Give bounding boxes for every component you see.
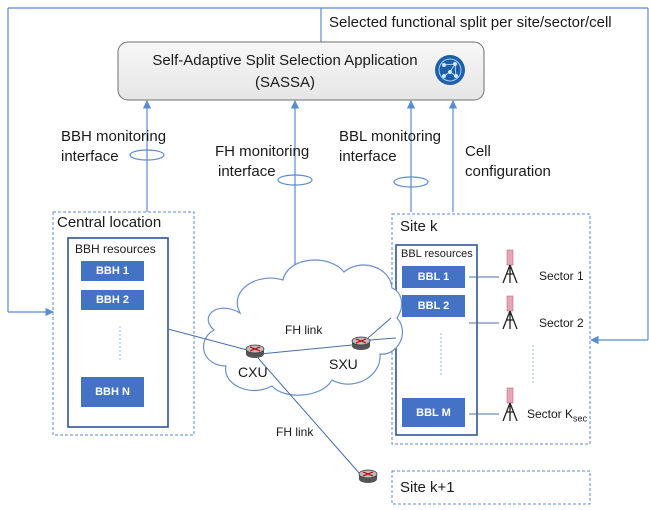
site-k1-title: Site k+1 [400,479,455,496]
bbh-monitoring-label-1: BBH monitoring [61,128,167,145]
site-k1-box [391,470,591,505]
fh-link-label-2: FH link [276,425,314,439]
interface-arrows [142,100,458,274]
sector-1-label: Sector 1 [539,269,584,283]
bbl-m-block: BBL M [402,398,465,427]
cxu-router-icon [245,344,265,358]
cell-config-label-1: Cell [465,143,491,160]
bbh-resources-title: BBH resources [75,242,156,256]
bbh-monitoring-label-2: interface [61,148,119,165]
bbh-2-block: BBH 2 [81,290,144,310]
sector-k-main: Sector K [527,407,574,421]
sector-2-antenna-icon [502,295,518,330]
central-location-title: Central location [57,214,162,231]
sxu-label: SXU [329,356,358,372]
sassa-title-line1: Self-Adaptive Split Selection Applicatio… [152,52,418,69]
cxu-label: CXU [238,364,268,380]
bbl-monitoring-label-1: BBL monitoring [339,128,441,145]
sassa-title-line2: (SASSA) [254,74,315,91]
bbh-n-block: BBH N [81,377,144,407]
bbl-2-block: BBL 2 [402,295,465,317]
feedback-loop [7,7,649,345]
selected-split-label: Selected functional split per site/secto… [329,14,612,31]
bbl-1-block: BBL 1 [402,266,465,288]
links [167,276,499,475]
sector-k-subscript: sec [573,413,588,424]
interface-ellipses [129,149,429,188]
bbl-resources-title: BBL resources [401,248,473,260]
bbh-1-block: BBH 1 [81,261,144,281]
sassa-box [117,41,485,101]
bbl-monitoring-label-2: interface [339,148,397,165]
sector-k-label: Sector Ksec [527,407,587,423]
fh-monitoring-label-1: FH monitoring [215,143,310,160]
fh-monitoring-label-2: interface [218,163,276,180]
brain-network-icon [435,55,465,85]
site-k-title: Site k [400,218,438,235]
fh-link-label-1: FH link [285,323,323,337]
site-k1-router-icon [358,469,378,483]
central-location-box [52,211,195,436]
sxu-router-icon [351,336,371,350]
sector-k-antenna-icon [502,387,518,422]
cell-config-label-2: configuration [465,163,551,180]
sector-1-antenna-icon [502,249,518,284]
sector-2-label: Sector 2 [539,316,584,330]
fronthaul-cloud [203,259,403,396]
